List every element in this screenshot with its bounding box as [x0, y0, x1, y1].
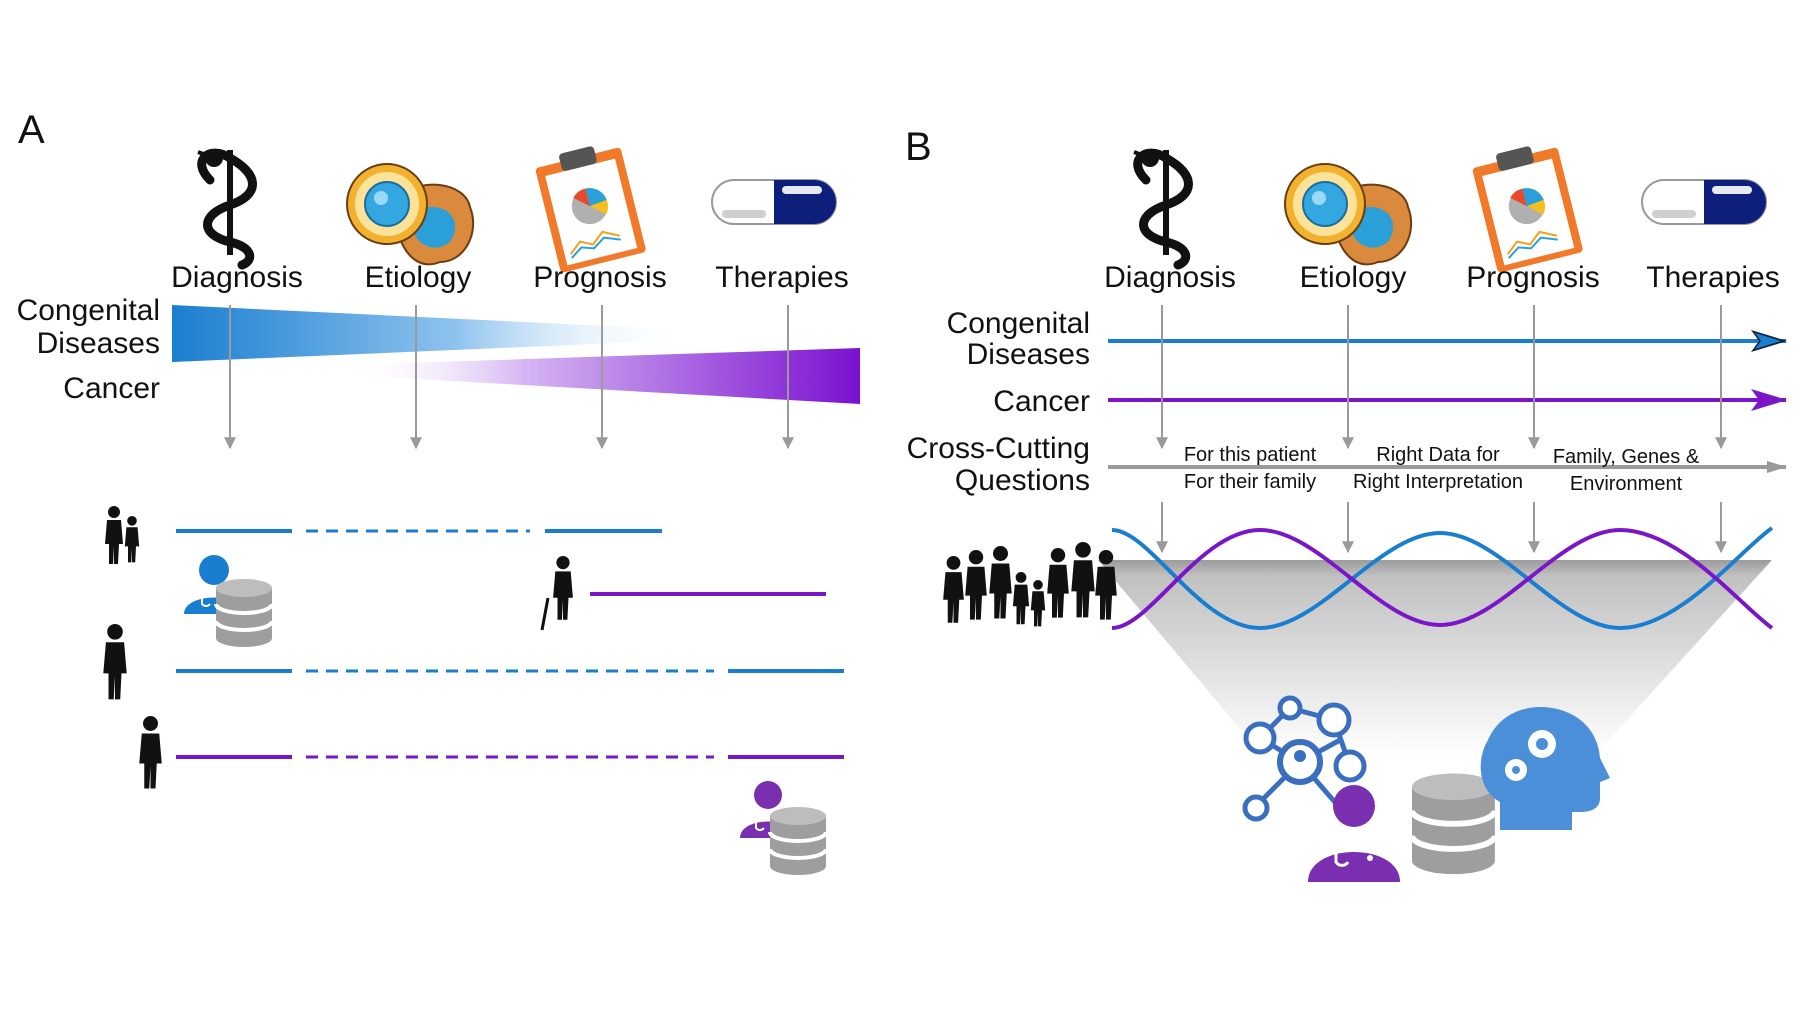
question-3-line-1: Family, Genes &	[1553, 446, 1700, 468]
row-label-congenital-1: Congenital	[947, 307, 1090, 340]
person-silhouette-icon	[1030, 580, 1046, 627]
network-icon	[1242, 695, 1367, 822]
person-silhouette-icon	[1071, 542, 1095, 618]
stage-drop-arrows	[1156, 305, 1727, 554]
question-2-line-2: Right Interpretation	[1353, 471, 1523, 493]
capsule-icon	[1641, 179, 1767, 225]
cells-icon	[1284, 163, 1413, 266]
panel-b-label: B	[905, 125, 932, 169]
question-1-line-2: For their family	[1184, 471, 1316, 493]
congenital-wedge	[172, 305, 690, 362]
row-label-cross-cutting-1: Cross-Cutting	[907, 432, 1090, 465]
stage-label-diagnosis: Diagnosis	[171, 261, 303, 294]
question-1-line-1: For this patient	[1184, 444, 1317, 466]
person-silhouette-icon	[965, 550, 987, 620]
person-silhouette-icon	[989, 546, 1012, 619]
person-silhouette-icon	[1012, 572, 1030, 625]
row-label-congenital-1: Congenital	[17, 294, 160, 327]
patient-timelines	[103, 506, 844, 877]
convergence-cone	[1098, 560, 1772, 755]
person-silhouette-icon	[105, 506, 123, 564]
row-label-cancer: Cancer	[993, 385, 1090, 418]
person-silhouette-icon	[139, 716, 162, 789]
stage-label-prognosis: Prognosis	[533, 261, 666, 294]
cancer-wave	[1111, 527, 1774, 630]
crowd-silhouettes	[943, 542, 1117, 627]
person-silhouette-icon	[553, 556, 573, 620]
person-silhouette-icon	[943, 556, 964, 623]
stage-drop-arrows	[224, 305, 794, 450]
stage-label-diagnosis: Diagnosis	[1104, 261, 1236, 294]
panel-a-label: A	[18, 108, 45, 152]
caduceus-icon	[1134, 149, 1189, 265]
clipboard-icon	[532, 138, 648, 275]
row-label-cancer: Cancer	[63, 372, 160, 405]
stage-label-etiology: Etiology	[1300, 261, 1407, 294]
stage-label-therapies: Therapies	[715, 261, 848, 294]
stage-label-therapies: Therapies	[1646, 261, 1779, 294]
row-label-cross-cutting-2: Questions	[955, 464, 1090, 497]
congenital-wave	[1111, 526, 1774, 631]
doctor-icon	[1308, 785, 1400, 882]
clipboard-icon	[1469, 138, 1585, 275]
database-icon	[214, 577, 274, 649]
capsule-icon	[711, 179, 837, 225]
cells-icon	[346, 163, 475, 266]
database-icon	[768, 805, 828, 877]
question-3-line-2: Environment	[1570, 473, 1683, 495]
row-label-congenital-2: Diseases	[967, 338, 1090, 371]
row-label-congenital-2: Diseases	[37, 327, 160, 360]
person-silhouette-icon	[124, 516, 140, 563]
stage-label-prognosis: Prognosis	[1466, 261, 1599, 294]
head-gears-icon	[1480, 707, 1610, 830]
person-silhouette-icon	[103, 624, 127, 700]
database-icon	[1412, 773, 1495, 874]
stage-label-etiology: Etiology	[365, 261, 472, 294]
caduceus-icon	[198, 149, 253, 265]
question-2-line-1: Right Data for	[1376, 444, 1500, 466]
person-silhouette-icon	[1047, 548, 1069, 618]
